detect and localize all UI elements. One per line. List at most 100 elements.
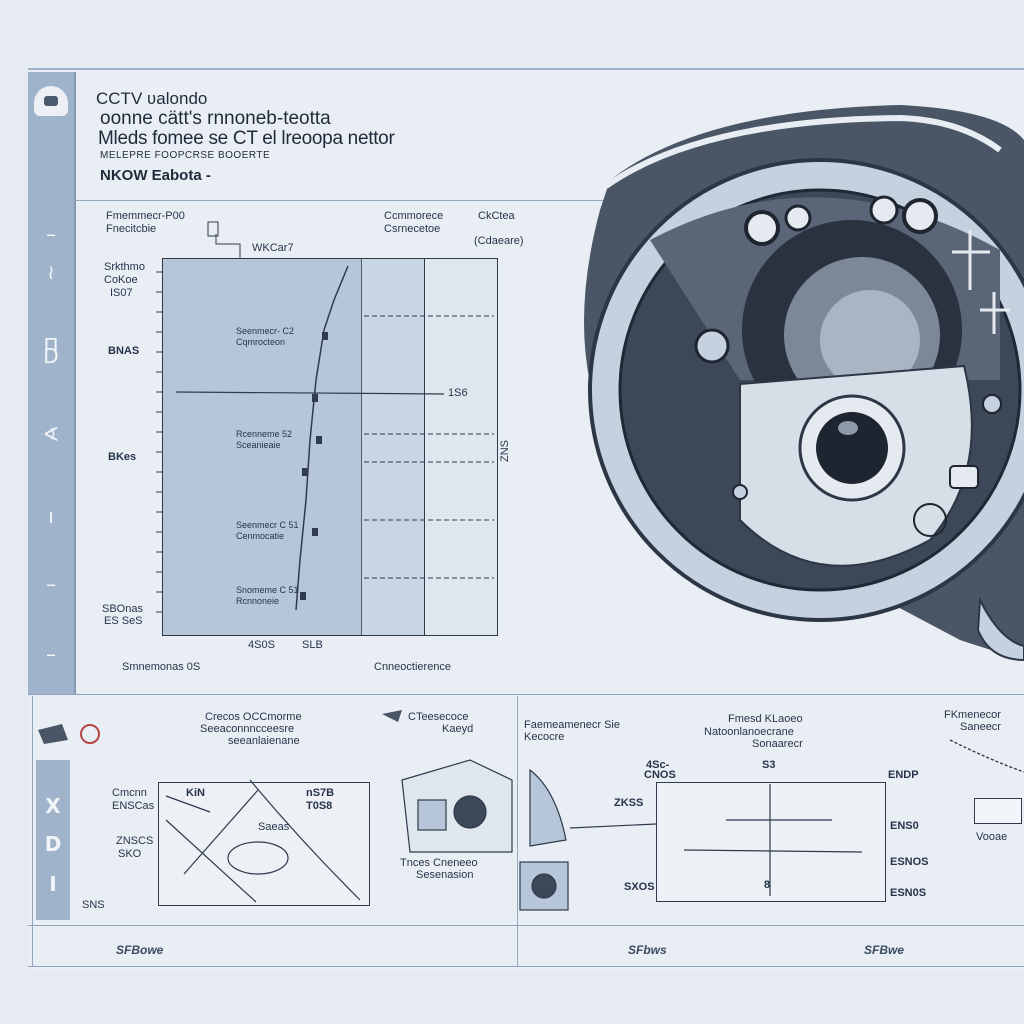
guide-lines [364, 315, 494, 579]
chart-label: Fmemmecr-P00 [106, 210, 185, 222]
panel-plot-label: Saeas [258, 821, 290, 833]
panel-label: Cmcnn [112, 787, 147, 799]
sidebar-bottom-glyph[interactable]: I [49, 872, 57, 896]
panel-label: ENSCas [112, 800, 155, 812]
plot-annotation: Rcnnoneie [236, 596, 280, 606]
panel-plot-4 [656, 782, 886, 902]
panel-label: 8 [764, 879, 771, 891]
panel-title: Crecos OCCmorme [205, 711, 302, 723]
panel-1-lines [165, 779, 361, 903]
plot-annotation: Rcenneme 52 [236, 429, 293, 439]
panel-label: ESNOS [890, 856, 929, 868]
panel-title: CTeesecoce [408, 711, 469, 723]
panel-label: SKO [118, 848, 142, 860]
header-model: NKOW Eabota - [100, 167, 211, 184]
panel-label: SNS [82, 899, 105, 911]
panel-title: Seeaconnncceesre [200, 723, 295, 735]
chart-label: (Cdaeare) [474, 235, 524, 247]
panel-label: CNOS [644, 769, 676, 781]
header-subtitle: oonne cätt's rnnoneb-teotta [100, 108, 331, 129]
chart-label: CkCtea [478, 210, 515, 222]
plot-side-panel [424, 259, 497, 635]
panel-plot-1 [158, 782, 370, 906]
panel-title: seeanlaienane [228, 735, 300, 747]
sidebar-glyph[interactable]: D [43, 344, 59, 368]
sidebar-glyph[interactable]: ∢ [42, 422, 60, 446]
sidebar-bottom-glyph[interactable]: X [45, 794, 61, 818]
axis-label: CoKoe [104, 274, 138, 286]
sidebar-glyph[interactable]: ı [48, 504, 54, 528]
panel-title: FKmenecor [944, 709, 1001, 721]
panel-title: Kaeyd [442, 723, 474, 735]
sidebar-glyph[interactable]: – [46, 642, 56, 666]
signal-trace [295, 265, 349, 611]
main-plot-area [162, 258, 498, 636]
sidebar-glyph[interactable]: ≀ [47, 260, 55, 284]
trace-markers [300, 332, 328, 600]
panel-icon [80, 724, 100, 744]
plot-annotation: Snomeme C 51 [236, 585, 299, 595]
tick-label: SLB [302, 639, 323, 651]
marker-label: 1S6 [448, 387, 468, 399]
sidebar-glyph[interactable]: Π [43, 334, 59, 358]
axis-label: IS07 [110, 287, 133, 299]
panel-title: Fmesd KLaoeo [728, 713, 803, 725]
sidebar-glyph[interactable]: – [46, 572, 56, 596]
footer-label: SFbws [628, 943, 667, 957]
panel-caption: Tnces Cneneeo [400, 857, 478, 869]
sidebar-bottom-glyph[interactable]: D [44, 832, 62, 856]
divider [28, 925, 1024, 926]
panel-plot-label: KiN [186, 787, 205, 799]
chart-caption: Cnneoctierence [374, 661, 452, 673]
footer-label: SFBowe [116, 943, 164, 957]
sidebar: – ≀ Π D ∢ ı – – [28, 72, 76, 694]
axis-label: ES SeS [104, 615, 143, 627]
axis-label: BKes [108, 451, 137, 463]
y-axis-ticks [156, 271, 162, 613]
plot-annotation: Cenmocatie [236, 531, 285, 541]
plot-annotation: Seenmecr- C2 [236, 326, 295, 336]
header-description: Mleds fomee se CT el lreoopa nettor [98, 128, 395, 149]
panel-5-cable [949, 739, 1024, 773]
camera-illustration [584, 105, 1024, 662]
callout-marker [207, 221, 219, 237]
panel-title: Saneecr [960, 721, 1001, 733]
panel-label: SXOS [624, 881, 655, 893]
divider [28, 694, 1024, 695]
divider [28, 966, 1024, 967]
panel-label: S3 [762, 759, 776, 771]
panel-icon [382, 710, 402, 722]
panel-label: 4Sc- [646, 759, 670, 771]
panel-4-cross [569, 784, 863, 896]
panel-caption: Vooae [976, 831, 1008, 843]
divider [517, 696, 518, 966]
sidebar-glyph[interactable]: – [46, 222, 56, 246]
tick-label: 4S0S [248, 639, 275, 651]
panel-label: ZKSS [614, 797, 644, 809]
panel-label: ENS0 [890, 820, 919, 832]
panel-input-box[interactable] [974, 798, 1022, 824]
plot-band [361, 259, 424, 635]
header-caption: MELEPRE FOOPCRSE BOOERTE [100, 150, 271, 161]
marker-line [175, 391, 445, 395]
panel-plot-label: T0S8 [306, 800, 333, 812]
plot-annotation: Sceanieaie [236, 440, 281, 450]
panel-title: Kecocre [524, 731, 565, 743]
panel-caption: Sesenasion [416, 869, 474, 881]
divider [74, 200, 604, 201]
panel-title: Faemeamenecr Sie [524, 719, 620, 731]
plot-annotation: Cqmrocteon [236, 337, 286, 347]
chart-label: Fnecitcbie [106, 223, 157, 235]
chart-label: WKCar7 [252, 242, 294, 254]
panel-title: Sonaarecr [752, 738, 803, 750]
sidebar-bottom: X D I [36, 760, 70, 920]
panel-title: Natoonlanoecrane [704, 726, 794, 738]
panel-label: ENDP [888, 769, 919, 781]
panel-2-sketch [401, 759, 569, 911]
panel-icon [38, 724, 68, 744]
chart-label: Ccmmorece [384, 210, 444, 222]
panel-label: ZNSCS [116, 835, 154, 847]
panel-label: ESN0S [890, 887, 927, 899]
logo-icon [34, 86, 68, 116]
